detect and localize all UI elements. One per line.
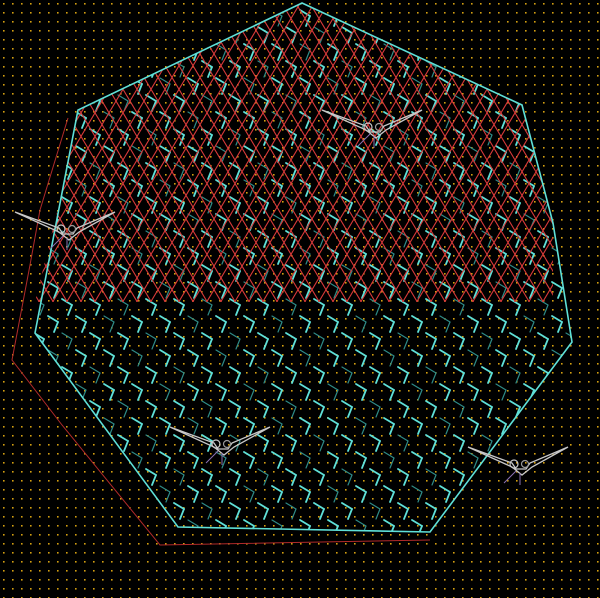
game-scene (0, 0, 600, 598)
